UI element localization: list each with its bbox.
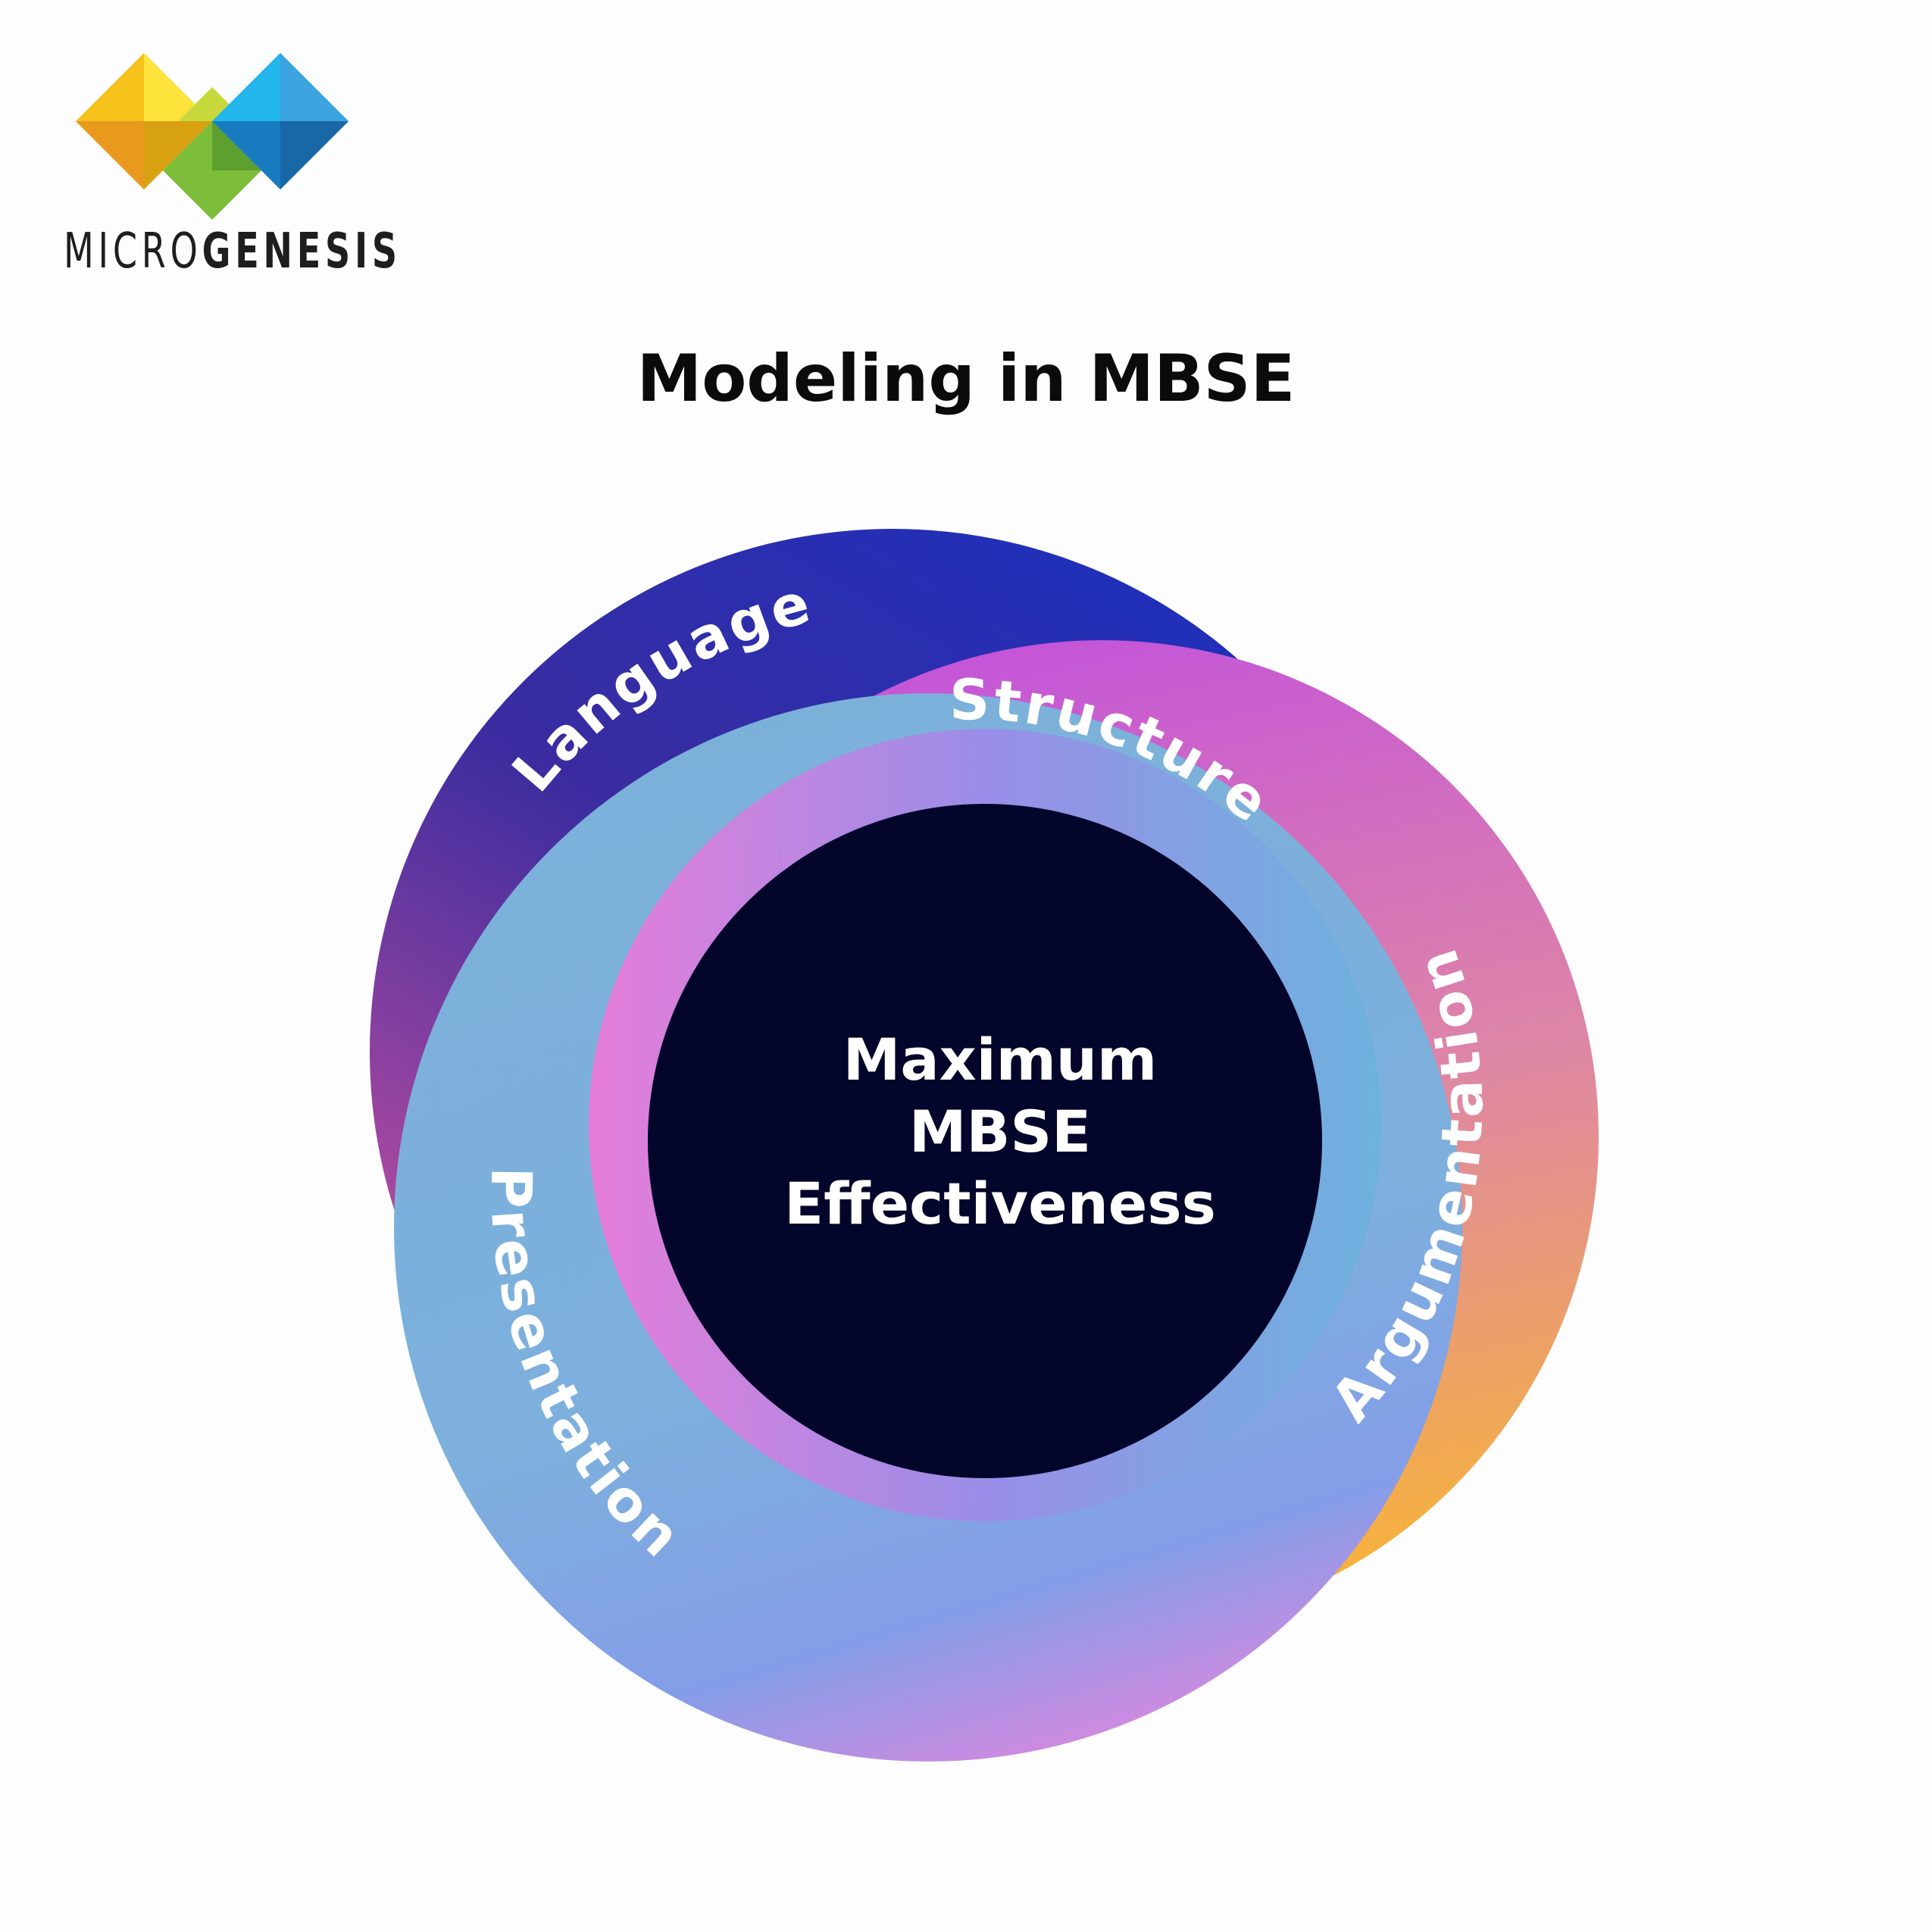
center-line-1: Maximum xyxy=(843,1026,1157,1093)
center-circle xyxy=(648,804,1322,1478)
center-line-2: MBSE xyxy=(909,1098,1091,1165)
page-title: Modeling in MBSE xyxy=(636,341,1296,417)
brand-name-light: MICRO xyxy=(64,224,202,280)
center-line-3: Effectiveness xyxy=(784,1170,1216,1237)
microgenesis-logo xyxy=(76,53,349,220)
brand-wordmark: MICROGENESIS xyxy=(64,224,402,280)
brand-name-bold: GENESIS xyxy=(202,224,402,280)
